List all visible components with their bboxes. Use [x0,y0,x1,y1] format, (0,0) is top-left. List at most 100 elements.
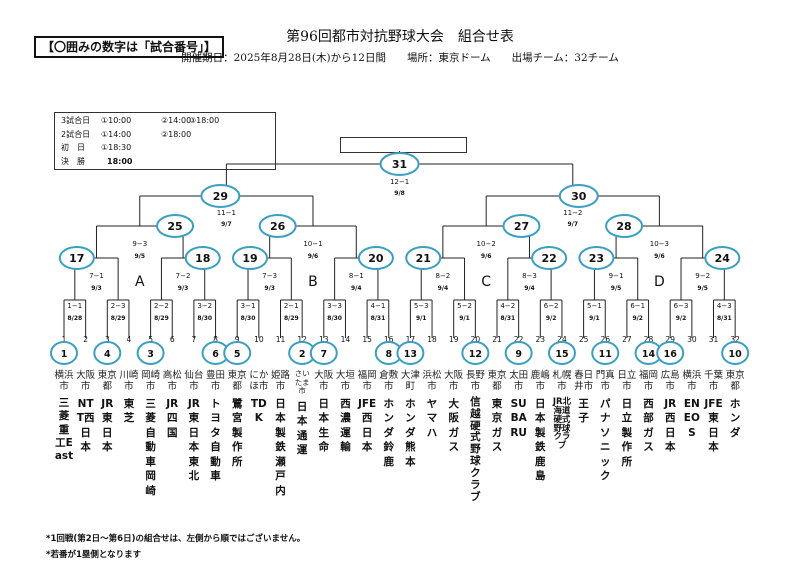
team-entry: 大阪市大阪ガス [444,370,464,455]
r3-match-label: 10−1 [303,240,322,248]
r3-match-number: 28 [616,220,631,233]
seed-number-circle [50,341,78,365]
r1-match-label: 1−1 [67,302,82,310]
r1-match-label: 5−1 [587,302,602,310]
r4-match-label: 11−1 [217,209,236,217]
team-name: 日立製作所 [621,397,633,468]
team-entry: 東京都鷺宮製作所 [227,370,247,469]
r2-match-label: 9−1 [609,272,624,280]
r3-match-label: 10−3 [650,240,669,248]
r3-match-number-circle [156,214,195,238]
team-entry: 横浜市三菱重工East [54,370,74,464]
seed-number: 1 [61,349,68,360]
slot-number: 20 [471,335,481,344]
team-name: SUBARU [510,397,527,439]
team-name: 西濃運輸 [340,397,351,454]
r1-match-date: 8/31 [371,315,386,322]
r2-match-label: 8−1 [349,272,364,280]
r1-match-label: 4−2 [500,302,515,310]
r1-match-date: 8/28 [67,315,82,322]
team-name: パナソニック [600,397,611,483]
team-entry: 浜松市ヤマハ [422,370,442,440]
r3-match-date: 9/6 [308,253,319,260]
schedule-time: ①10:00 [101,116,132,125]
team-city: 東京都 [487,370,507,393]
r2-match-date: 9/5 [697,285,708,292]
r1-match-label: 2−2 [154,302,169,310]
seed-number-circle [136,341,165,365]
r1-match-label: 2−1 [284,302,299,310]
slot-number: 12 [297,335,307,344]
slot-number: 17 [406,335,416,344]
r1-match-label: 3−3 [327,302,342,310]
schedule-time: ①18:30 [101,143,132,152]
team-city: 岡崎市 [141,370,161,393]
team-entry: 大阪市日本生命 [314,370,334,455]
r1-match-date: 9/1 [416,315,427,322]
r2-match-label: 8−3 [522,272,537,280]
r1-match-date: 8/29 [154,315,169,322]
team-name: 三菱重工East [54,396,74,463]
slot-number: 7 [192,335,197,344]
team-city: 千葉市 [703,370,723,393]
r1-match-label: 4−1 [371,302,386,310]
r2-match-date: 9/3 [178,285,189,292]
team-city: 川崎市 [119,370,139,393]
slot-number: 1 [62,335,67,344]
team-city: 大阪市 [76,370,96,393]
team-name: JFE西日本 [357,397,377,454]
slot-number: 24 [557,335,567,344]
final-match-label: 12−1 [390,178,409,186]
r2-match-number: 17 [69,252,84,265]
r2-match-number-circle [357,246,394,270]
team-city: 豊田市 [206,370,226,393]
block-letter: B [308,274,318,290]
r1-match-label: 6−2 [544,302,559,310]
team-city: 福岡市 [357,370,377,393]
seed-number-circle [309,341,338,365]
team-entry: さいたま市日本通運 [292,369,312,458]
slot-number: 8 [213,335,218,344]
seed-number-circle [721,341,750,365]
team-city: 浜松市 [422,370,442,393]
team-city: 春日井市 [574,370,594,393]
r3-match-number-circle [502,214,541,238]
team-entry: 岡崎市三菱自動車岡崎 [141,370,161,498]
event-info: 開催期日：2025年8月28日(木)から12日間 場所：東京ドーム 出場チーム：… [181,52,619,64]
team-entry: 東京都ホンダ [725,370,745,440]
r2-match-date: 9/4 [351,285,362,292]
team-name: 日本製鉄瀬戸内 [275,397,286,497]
r2-match-number: 24 [715,252,731,265]
r4-match-number: 30 [571,190,587,203]
team-city: さいたま市 [294,369,310,396]
team-city: 東京都 [97,370,117,393]
team-city: 仙台市 [184,370,204,393]
team-name: 鷺宮製作所 [231,397,243,468]
team-name: 西部ガス [643,397,654,454]
slot-number: 11 [276,335,286,344]
slot-number: 3 [105,335,110,344]
r3-match-number: 27 [514,220,529,233]
team-name: ENEOS [683,397,700,439]
team-city: にかほ市 [249,370,269,393]
schedule-label: 3試合日 [61,116,91,125]
team-entry: 東京都東京ガス [487,370,507,455]
seed-number: 10 [729,349,743,360]
seed-number: 3 [147,349,154,360]
seed-number: 8 [385,349,392,360]
r2-match-date: 9/3 [91,285,102,292]
r3-match-label: 10−2 [477,240,496,248]
r1-match-date: 8/31 [717,315,732,322]
r2-match-date: 9/5 [611,285,622,292]
r2-match-label: 7−2 [176,272,191,280]
seed-number: 12 [469,349,482,360]
r1-match-date: 9/2 [632,315,643,322]
team-entry: 春日井市王子 [574,370,594,426]
slot-number: 9 [235,335,240,344]
seed-number-circle [504,341,533,365]
r1-match-label: 3−1 [241,302,256,310]
r2-match-number-circle [58,246,95,270]
team-name: トヨタ自動車 [210,397,221,483]
